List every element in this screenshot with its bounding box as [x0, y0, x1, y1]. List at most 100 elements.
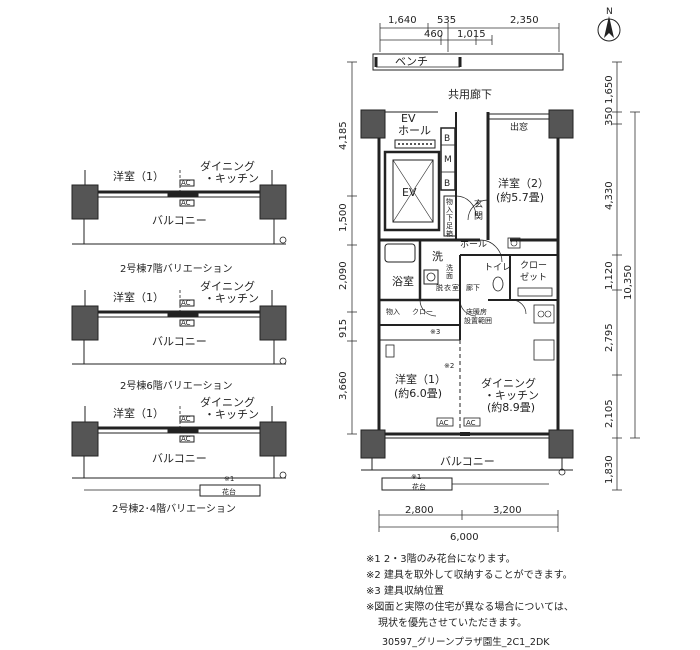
shoe-5: 箱: [446, 229, 453, 238]
top-dim-5: 1,015: [457, 29, 486, 40]
note-2: ※2 建具を取外して収納することができます。: [366, 570, 573, 581]
hall-label: ホール: [460, 239, 487, 250]
datsui-2: 面: [446, 272, 453, 280]
var7-dk1: ダイニング: [200, 159, 255, 173]
top-dim-1: 1,640: [388, 15, 417, 26]
ev-hall-label-1: EV: [401, 112, 416, 125]
var24-dk2: ・キッチン: [204, 408, 259, 421]
left-dim-3: 2,090: [338, 261, 349, 290]
note-1: ※1 2・3階のみ花台になります。: [366, 554, 516, 565]
monoire-label: 物入: [386, 307, 400, 316]
var24-ac2: AC: [181, 435, 191, 443]
bottom-dim-1: 2,800: [405, 505, 434, 516]
bench: [372, 53, 564, 71]
room2-label: 洋室（2）: [498, 176, 549, 190]
var6-balcony: バルコニー: [152, 335, 207, 348]
bottom-dim-total: 6,000: [450, 532, 479, 543]
var7-balcony: バルコニー: [152, 214, 207, 227]
var7-dk2: ・キッチン: [204, 172, 259, 185]
wash-label: 洗: [432, 250, 443, 263]
right-dim-7: 1,830: [604, 455, 615, 484]
var7-room: 洋室（1）: [113, 169, 164, 183]
toilet-label: トイレ: [484, 263, 511, 273]
right-total: 10,350: [623, 265, 634, 300]
top-dimensions: [379, 23, 560, 52]
mb-b1: B: [444, 134, 450, 144]
mb-b2: B: [444, 179, 450, 189]
var24-dk1: ダイニング: [200, 395, 255, 409]
notes-block: ※1 2・3階のみ花台になります。 ※2 建具を取外して収納することができます。…: [366, 552, 574, 632]
var7-caption: 2号棟7階バリエーション: [120, 262, 233, 275]
var6-dk2: ・キッチン: [204, 292, 259, 305]
right-dim-3: 4,330: [604, 181, 615, 210]
left-dim-2: 1,500: [338, 203, 349, 232]
note2-mark: ※2: [444, 362, 454, 370]
datsui-4: 衣: [444, 283, 451, 292]
room1-label: 洋室（1）: [395, 372, 446, 386]
var24-caption: 2号棟2･4階バリエーション: [112, 502, 236, 515]
var6-caption: 2号棟6階バリエーション: [120, 379, 233, 392]
dk-label-2: ・キッチン: [484, 389, 539, 402]
right-dim-6: 2,105: [604, 399, 615, 428]
left-dim-4: 915: [338, 319, 349, 338]
left-dimensions: [347, 61, 357, 435]
ac-units: [436, 417, 481, 427]
right-dimensions: [612, 61, 640, 491]
corridor-label: 共用廊下: [448, 87, 492, 101]
variation-2-4f: 洋室（1） ダイニング ・キッチン AC AC バルコニー ※1 花台 2号棟2…: [71, 395, 287, 515]
ev-label: EV: [402, 186, 417, 199]
floor-heat-1: 床暖房: [466, 307, 487, 316]
bottom-dim-2: 3,200: [493, 505, 522, 516]
variation-7f: 洋室（1） ダイニング ・キッチン AC AC バルコニー 2号棟7階バリエーシ…: [71, 159, 287, 275]
note-3: ※3 建具収納位置: [366, 586, 444, 597]
closet-1: クロー: [520, 260, 547, 271]
right-dim-5: 2,795: [604, 323, 615, 352]
variation-6f: 洋室（1） ダイニング ・キッチン AC AC バルコニー 2号棟6階バリエーシ…: [71, 279, 287, 392]
var24-room: 洋室（1）: [113, 406, 164, 420]
left-dim-1: 4,185: [338, 121, 349, 150]
var24-note: ※1: [224, 475, 234, 483]
unit-walls: [360, 109, 574, 491]
var24-kadai: 花台: [222, 487, 236, 496]
right-dim-4: 1,120: [604, 261, 615, 290]
note3-mark: ※3: [430, 328, 440, 336]
kadai-label: 花台: [412, 482, 426, 491]
genkan-2: 関: [474, 211, 483, 222]
bath-label: 浴室: [392, 274, 414, 288]
datsui-1: 洗: [446, 263, 453, 272]
var6-ac2: AC: [181, 319, 191, 327]
closet-small: クロー: [412, 308, 433, 316]
note-4: ※図面と実際の住宅が異なる場合については、: [366, 602, 574, 613]
room1-size: (約6.0畳): [394, 386, 442, 400]
floor-heat-2: 設置範囲: [464, 316, 492, 325]
right-dim-2: 350: [604, 107, 615, 126]
var6-room: 洋室（1）: [113, 290, 164, 304]
var6-ac1: AC: [181, 299, 191, 307]
right-dim-1: 1,650: [604, 75, 615, 104]
datsui-3: 脱: [436, 283, 443, 292]
balcony-windows: [385, 432, 549, 439]
closet-2: ゼット: [520, 271, 547, 283]
genkan-1: 玄: [474, 198, 483, 210]
shoe-2: 入: [446, 206, 453, 214]
shoe-1: 物: [446, 197, 453, 206]
top-dim-2: 535: [437, 15, 456, 26]
var6-dk1: ダイニング: [200, 279, 255, 293]
var24-ac1: AC: [181, 415, 191, 423]
plan-code: 30597_グリーンプラザ園生_2C1_2DK: [382, 637, 550, 648]
note1-mark: ※1: [411, 473, 421, 481]
dk-label-1: ダイニング: [481, 376, 536, 390]
var7-ac1: AC: [181, 179, 191, 187]
mb-m: M: [444, 155, 452, 165]
ac-label-2: AC: [466, 419, 476, 427]
bottom-dimensions: [378, 510, 559, 532]
door-arcs: [419, 195, 527, 317]
var24-balcony: バルコニー: [152, 452, 207, 465]
ac-label-1: AC: [439, 419, 449, 427]
ev-shaft: [383, 139, 441, 232]
var7-ac2: AC: [181, 199, 191, 207]
room2-size: (約5.7畳): [496, 190, 544, 204]
bath-fixtures: [384, 237, 555, 361]
ev-hall-label-2: ホール: [398, 124, 431, 137]
